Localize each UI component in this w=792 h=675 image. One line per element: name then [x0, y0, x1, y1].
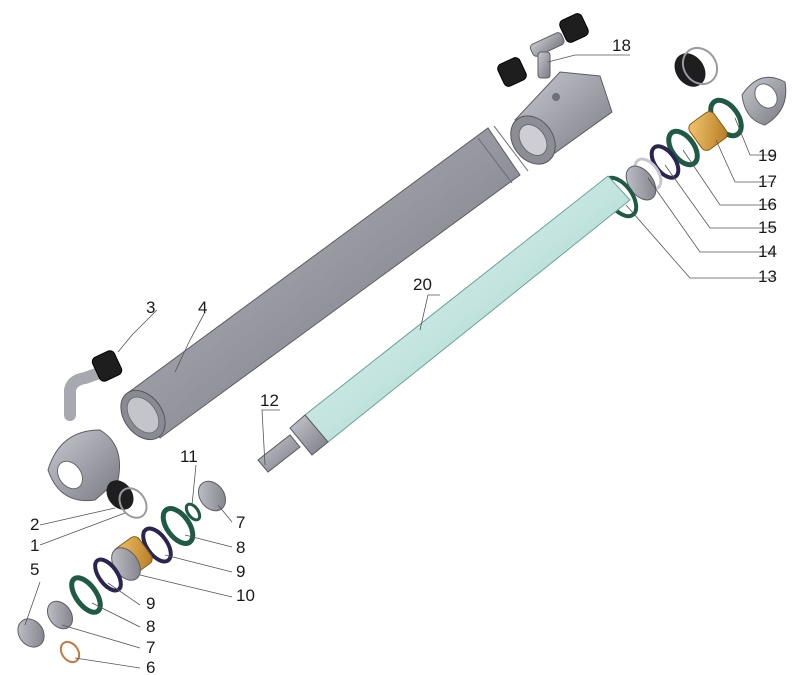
cylinder-head-block — [510, 71, 613, 165]
callout-20: 20 — [413, 275, 432, 294]
callout-6: 6 — [146, 658, 155, 675]
callout-12: 12 — [260, 391, 279, 410]
callout-7b: 7 — [146, 638, 155, 657]
callout-7a: 7 — [236, 513, 245, 532]
seal-8a — [160, 506, 196, 546]
copper-ring-6 — [59, 640, 81, 664]
callout-8a: 8 — [236, 538, 245, 557]
callout-13: 13 — [758, 267, 777, 286]
tee-fitting — [497, 13, 589, 87]
callout-1: 1 — [30, 536, 39, 555]
callout-19: 19 — [758, 146, 777, 165]
elbow-fitting — [64, 350, 123, 421]
callout-labels: 18 19 17 16 15 14 13 20 12 3 4 11 2 1 5 … — [30, 36, 777, 675]
nut-5 — [17, 618, 45, 648]
seal-11 — [184, 502, 202, 522]
callout-16: 16 — [758, 195, 777, 214]
callout-4: 4 — [198, 298, 207, 317]
leader-lines — [24, 54, 775, 669]
callout-5: 5 — [30, 560, 39, 579]
piston-rod — [257, 175, 631, 473]
callout-9a: 9 — [236, 562, 245, 581]
seal-9a — [141, 526, 173, 564]
seal-9b — [93, 557, 123, 593]
callout-8b: 8 — [146, 617, 155, 636]
cylinder-barrel — [120, 125, 529, 441]
seal-8b — [69, 575, 103, 615]
callout-2: 2 — [30, 515, 39, 534]
callout-9b: 9 — [146, 594, 155, 613]
callout-17: 17 — [758, 172, 777, 191]
callout-15: 15 — [758, 218, 777, 237]
eye-mount-2 — [47, 429, 120, 502]
callout-18: 18 — [612, 36, 631, 55]
clip-ring — [118, 487, 148, 519]
callout-10: 10 — [236, 586, 255, 605]
callout-3: 3 — [146, 298, 155, 317]
callout-11: 11 — [180, 447, 198, 466]
rod-eye — [674, 46, 787, 126]
callout-14: 14 — [758, 242, 777, 261]
